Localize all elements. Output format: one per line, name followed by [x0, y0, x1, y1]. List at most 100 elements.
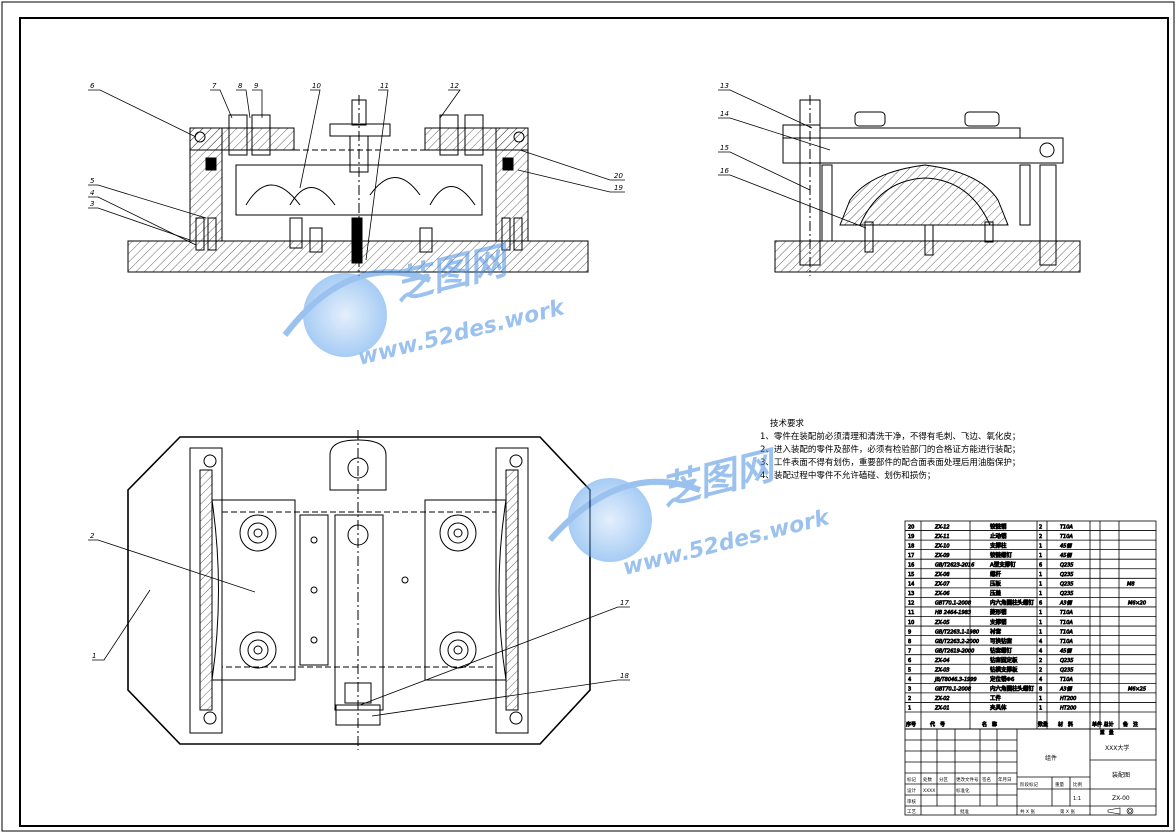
balloon-15: 15: [720, 144, 729, 152]
watermark-url-1: www.52des.work: [355, 295, 568, 371]
bom-cell: 钻模支撑板: [990, 666, 1018, 674]
bom-cell: T10A: [1060, 639, 1073, 645]
bom-cell: Q235: [1060, 562, 1073, 568]
bom-cell: 1: [1039, 696, 1042, 702]
bom-cell: M6×25: [1128, 687, 1146, 693]
bom-cell: ZX-06: [934, 591, 950, 597]
bom-cell: 压盖: [990, 589, 1002, 597]
bom-cell: ZX-10: [934, 543, 950, 549]
bom-cell: 工件: [990, 694, 1002, 702]
bom-cell: A型支撑钉: [990, 560, 1016, 568]
tb-label-mark: 标记: [907, 776, 916, 783]
bom-cell: Q235: [1060, 668, 1073, 674]
balloon-3: 3: [90, 200, 94, 208]
projection-symbol-icon: [1107, 807, 1134, 815]
watermark-url-2: www.52des.work: [620, 505, 833, 581]
bom-cell: 6: [908, 658, 911, 664]
bom-cell: 1: [1039, 706, 1042, 712]
title-block: [904, 728, 1157, 816]
bom-cell: GBT70.1-2008: [935, 687, 971, 693]
leader-lines: [88, 89, 867, 717]
tb-label-change-doc: 更改文件号: [956, 776, 979, 783]
bom-cell: A3钢: [1059, 600, 1073, 607]
bom-cell: ZX-11: [934, 534, 950, 540]
bom-cell: 支撑柱: [990, 541, 1007, 549]
bom-cell: 11: [908, 610, 914, 616]
tech-line-4: 4、装配过程中零件不允许磕碰、划伤和损伤；: [760, 470, 935, 481]
tech-line-3: 3、工件表面不得有划伤，重要部件的配合面表面处理后用油脂保护；: [760, 457, 1020, 468]
bom-cell: 1: [1039, 620, 1042, 626]
bom-cell: 8: [1039, 687, 1042, 693]
bom-cell: Q235: [1060, 591, 1073, 597]
balloon-numbers: 6 7 8 9 10 11 12 5 4 3 20 19 13 14 15 16…: [90, 82, 729, 680]
bom-cell: M6×20: [1128, 601, 1146, 607]
bom-cell: HB 2464-1983: [935, 610, 971, 616]
bom-cell: 1: [1039, 629, 1042, 635]
balloon-2: 2: [90, 532, 95, 540]
school-name: XXX大学: [1105, 744, 1129, 752]
tb-label-approve: 批准: [960, 808, 969, 815]
bom-cell: HT200: [1060, 696, 1076, 702]
balloon-12: 12: [450, 82, 459, 90]
bom-cell: ZX-07: [934, 582, 950, 588]
bom-cell: 4: [908, 677, 911, 683]
bom-cell: 15: [908, 572, 914, 578]
bom-cell: 2: [1039, 534, 1042, 540]
bom-cell: 18: [908, 543, 914, 549]
bom-header-cell: 单件 总计: [1092, 721, 1114, 728]
tech-line-1: 1、零件在装配前必须清理和清洗干净，不得有毛刺、飞边、氧化皮；: [760, 431, 1020, 442]
bom-cell: Q235: [1060, 572, 1073, 578]
bom-cell: T10A: [1060, 620, 1073, 626]
bom-cell: 1: [1039, 610, 1042, 616]
bom-cell: 1: [908, 706, 911, 712]
bom-cell: 8: [908, 639, 911, 645]
bom-cell: 9: [908, 629, 911, 635]
bom-cell: 6: [1039, 601, 1042, 607]
balloon-11: 11: [380, 82, 389, 90]
part-name: 组件: [1045, 754, 1057, 762]
drawing-name: 装配图: [1112, 771, 1130, 779]
bom-cell: GB/T2619-2000: [935, 648, 974, 654]
bom-cell: 内六角圆柱头螺钉: [990, 599, 1035, 607]
balloon-13: 13: [720, 82, 729, 90]
bom-cell: 2: [1039, 524, 1042, 530]
bom-cell: 钻套固定板: [990, 656, 1018, 664]
bom-cell: HT200: [1060, 706, 1076, 712]
bom-header-cell: 材 料: [1058, 721, 1073, 728]
bom-cell: 内六角圆柱头螺钉: [990, 685, 1035, 693]
bom-cell: 1: [1039, 572, 1042, 578]
balloon-8: 8: [238, 82, 243, 90]
front-view: [127, 95, 589, 276]
bom-cell: 2: [1039, 668, 1042, 674]
bom-cell: 45钢: [1060, 647, 1072, 654]
bom-cell: 13: [908, 591, 914, 597]
bom-cell: 菱形销: [990, 608, 1007, 616]
bom-cell: 17: [908, 553, 914, 559]
bom-header-cell: 代 号: [930, 721, 945, 728]
bom-header-cell: 名 称: [982, 721, 997, 728]
bom-cell: 4: [1039, 677, 1042, 683]
tb-label-review: 审核: [907, 798, 916, 805]
bom-cell: ZX-12: [934, 524, 950, 530]
bom-cell: 45钢: [1060, 542, 1072, 549]
bom-cell: 7: [908, 648, 911, 654]
tb-label-sign: 签名: [982, 776, 991, 783]
bom-cell: 3: [908, 687, 911, 693]
bom-cell: ZX-08: [934, 572, 950, 578]
bom-cell: ZX-04: [934, 658, 950, 664]
balloon-19: 19: [614, 184, 623, 192]
bom-cell: 4: [1039, 648, 1042, 654]
bom-cell: JB/T8046.3-1999: [934, 677, 977, 683]
side-view: [774, 95, 1081, 276]
bom-cell: 10: [908, 620, 914, 626]
bom-cell: T10A: [1060, 677, 1073, 683]
bom-cell: GB/T2263.1-1980: [935, 629, 979, 635]
bom-cell: 45钢: [1060, 552, 1072, 559]
bom-cell: GB/T2263.2-2000: [935, 639, 979, 645]
balloon-20: 20: [614, 172, 623, 180]
bom-cell: 铰链螺钉: [990, 551, 1013, 559]
tb-label-count: 处数: [923, 776, 932, 783]
